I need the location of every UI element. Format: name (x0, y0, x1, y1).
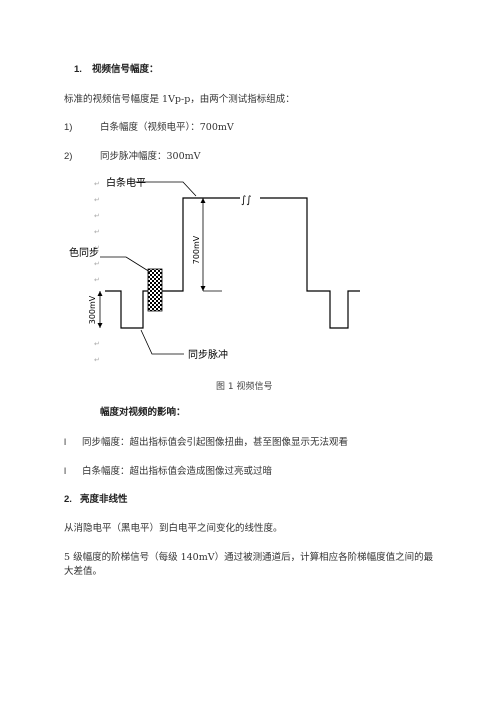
return-mark: ↵ (94, 356, 100, 364)
callout-leader-color-burst (100, 256, 151, 273)
callout-white-level: 白条电平 (106, 176, 146, 189)
waveform-line-continued (260, 197, 360, 329)
bullet-marker: l (64, 466, 67, 477)
dimension-label-300: 300mV (88, 295, 97, 324)
list-item-2-number: 2) (64, 151, 73, 162)
effects-heading: 幅度对视频的影响： (100, 407, 186, 418)
break-symbol: ∫∫ (241, 195, 251, 206)
return-mark: ↵ (94, 228, 100, 236)
return-mark: ↵ (94, 244, 100, 252)
color-burst-block (147, 268, 163, 312)
bullet-text-sync: 同步幅度：超出指标值会引起图像扭曲，甚至图像显示无法观看 (82, 437, 349, 448)
section-2-title: 亮度非线性 (80, 494, 128, 505)
callout-sync-pulse: 同步脉冲 (188, 348, 228, 361)
dimension-label-700: 700mV (192, 235, 201, 264)
return-mark: ↵ (94, 260, 100, 268)
callout-leader-sync-pulse (140, 329, 184, 355)
callout-color-burst: 色同步 (69, 246, 99, 259)
section-1-title: 视频信号幅度： (92, 64, 159, 75)
list-item-1-number: 1) (64, 122, 73, 133)
return-mark: ↵ (94, 212, 100, 220)
section-2-paragraph-2: 5 级幅度的阶梯信号（每级 140mV）通过被测通道后，计算相应各阶梯幅度值之间… (64, 552, 434, 577)
section-2-number: 2. (64, 494, 72, 505)
return-mark: ↵ (94, 196, 100, 204)
figure-caption: 图 1 视频信号 (216, 380, 272, 392)
callout-leader-white-level (135, 181, 197, 197)
bullet-marker: l (64, 437, 67, 448)
bullet-text-white: 白条幅度：超出指标值会造成图像过亮或过暗 (82, 466, 273, 477)
list-item-2-label: 同步脉冲幅度：300mV (100, 151, 201, 162)
section-1-intro: 标准的视频信号幅度是 1Vp-p，由两个测试指标组成： (64, 94, 295, 105)
waveform-line (105, 197, 240, 329)
section-1-number: 1. (74, 64, 82, 75)
return-mark: ↵ (94, 180, 100, 188)
section-2-paragraph-1: 从消隐电平（黑电平）到白电平之间变化的线性度。 (64, 523, 283, 534)
return-mark: ↵ (94, 340, 100, 348)
return-mark: ↵ (94, 276, 100, 284)
list-item-1-label: 白条幅度（视频电平）：700mV (100, 122, 234, 133)
